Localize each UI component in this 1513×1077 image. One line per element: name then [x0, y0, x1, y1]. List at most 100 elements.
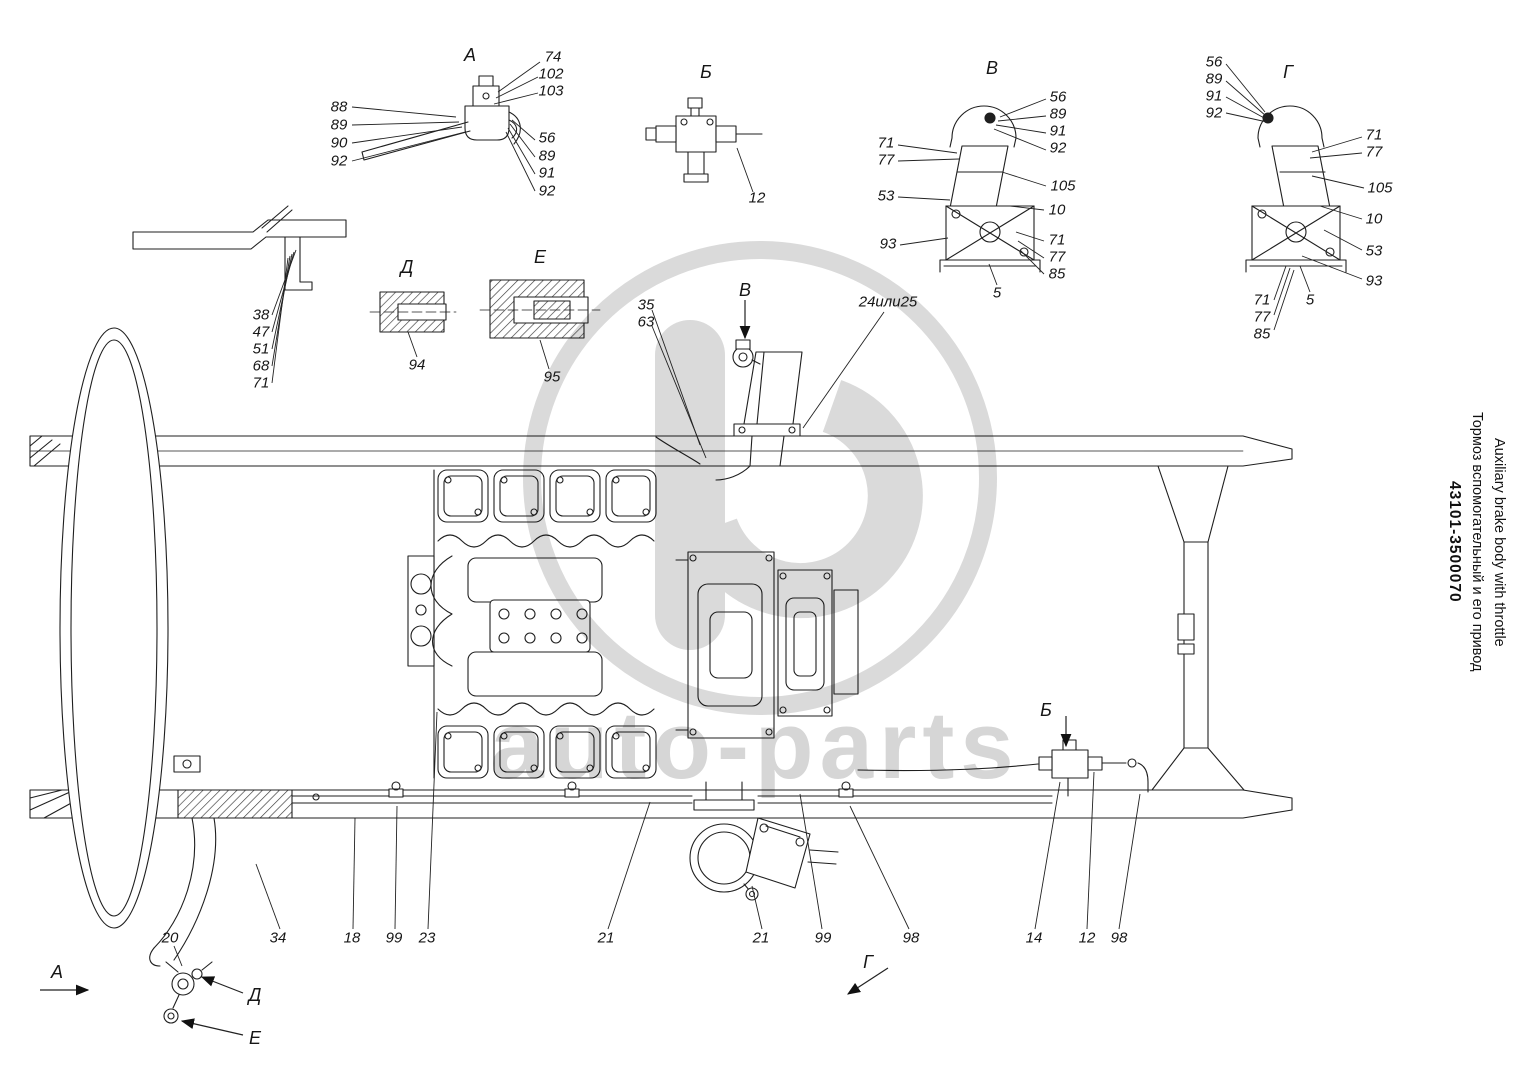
leader-line	[897, 196, 951, 201]
leader-line	[899, 237, 949, 246]
view-direction-arrow	[200, 976, 244, 994]
part-callout: 85	[1048, 265, 1066, 283]
leader-line	[651, 325, 707, 459]
leader-line	[1034, 781, 1061, 930]
leader-line	[897, 158, 960, 162]
view-direction-arrow	[180, 1018, 244, 1036]
leader-line	[651, 309, 701, 446]
leader-line	[1017, 240, 1045, 259]
leader-line	[351, 131, 466, 162]
part-callout: 71	[252, 374, 270, 392]
part-callout: 92	[1205, 104, 1223, 122]
part-callout: 56	[538, 129, 556, 147]
view-label: В	[738, 280, 752, 300]
leader-line	[1225, 112, 1268, 123]
leader-line	[1273, 269, 1295, 331]
leader-line	[999, 98, 1047, 118]
leader-line	[736, 147, 754, 193]
part-callout: 105	[1050, 177, 1076, 195]
leader-line	[271, 251, 295, 333]
leader-line	[799, 793, 823, 930]
part-callout: 92	[330, 152, 348, 170]
leader-line	[897, 144, 958, 154]
part-callout: 71	[1365, 126, 1383, 144]
part-callout: 18	[343, 929, 361, 947]
leader-line	[1273, 267, 1291, 316]
part-callout: 91	[1049, 122, 1067, 140]
detail-view-a	[361, 75, 521, 161]
detail-view-g	[1245, 105, 1347, 273]
leader-line	[1273, 265, 1287, 301]
part-callout: 85	[1253, 325, 1271, 343]
part-callout: 99	[385, 929, 403, 947]
leader-line	[539, 339, 550, 370]
leader-line	[351, 126, 463, 144]
leader-line	[271, 249, 297, 316]
part-callout: 90	[330, 134, 348, 152]
part-callout: 88	[330, 98, 348, 116]
leader-line	[1225, 96, 1267, 120]
leader-line	[751, 885, 763, 930]
part-callout: 34	[269, 929, 287, 947]
part-callout: 103	[538, 82, 564, 100]
leader-line	[1015, 231, 1045, 242]
part-callout: 5	[992, 284, 1002, 302]
part-callout: 56	[1205, 53, 1223, 71]
front-wheel	[59, 327, 169, 929]
part-callout: 71	[877, 134, 895, 152]
part-callout: 14	[1025, 929, 1043, 947]
front-hose-and-valve	[149, 789, 293, 1024]
part-callout: 24или25	[858, 293, 918, 311]
leader-line	[351, 121, 460, 126]
part-callout: 63	[637, 313, 655, 331]
part-callout: 94	[408, 356, 426, 374]
leader-line	[1299, 265, 1311, 293]
leader-line	[493, 92, 539, 105]
leader-line	[497, 61, 541, 93]
part-callout: 74	[544, 48, 562, 66]
leader-line	[1009, 205, 1045, 211]
part-callout: 47	[252, 323, 270, 341]
leader-line	[1225, 80, 1267, 117]
part-callout: 99	[814, 929, 832, 947]
leader-line	[988, 263, 998, 286]
part-callout: 77	[1253, 308, 1271, 326]
view-label: Б	[700, 62, 712, 82]
part-callout: 89	[1049, 105, 1067, 123]
part-callout: 21	[597, 929, 615, 947]
leader-line	[1019, 249, 1045, 275]
part-callout: 38	[252, 306, 270, 324]
view-label: В	[985, 58, 999, 78]
leader-line	[849, 805, 910, 930]
part-callout: 77	[1365, 143, 1383, 161]
part-callout: 71	[1048, 231, 1066, 249]
part-callout: 12	[748, 189, 766, 207]
leader-line	[505, 131, 536, 192]
leader-line	[495, 76, 539, 99]
leader-line	[1225, 63, 1266, 113]
leader-line	[993, 128, 1047, 151]
part-callout: 89	[1205, 70, 1223, 88]
part-callout: 20	[161, 929, 179, 947]
leader-line	[351, 106, 457, 118]
part-callout: 105	[1367, 179, 1393, 197]
leader-line	[1001, 171, 1047, 187]
part-callout: 93	[1365, 272, 1383, 290]
part-callout: 93	[879, 235, 897, 253]
leader-line	[995, 124, 1047, 134]
detail-view-d	[369, 291, 457, 333]
leader-line	[509, 123, 536, 158]
view-label: А	[463, 45, 477, 65]
view-label: Г	[1283, 62, 1293, 82]
part-callout: 51	[252, 340, 270, 358]
view-label: Е	[248, 1028, 262, 1048]
leader-line	[1319, 205, 1363, 220]
leader-line	[352, 817, 356, 930]
view-label: Д	[400, 257, 414, 277]
part-callout: 98	[1110, 929, 1128, 947]
part-callout: 68	[252, 357, 270, 375]
leader-line	[997, 115, 1047, 122]
view-label: Г	[863, 952, 873, 972]
leader-line	[394, 805, 398, 930]
view-label: Д	[248, 985, 262, 1005]
